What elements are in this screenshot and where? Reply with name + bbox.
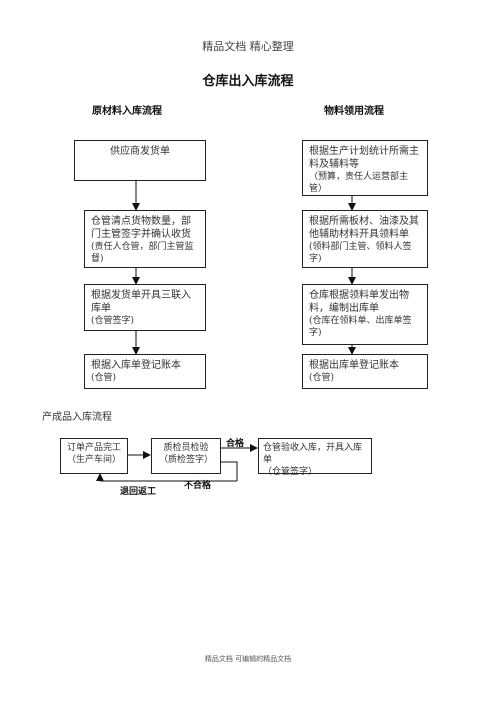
page-footer: 精品文档 可编辑的精品文档 (204, 655, 292, 663)
left-step-2-note: (责任人仓管，部门主管监督) (91, 242, 194, 264)
product-step-2-text: 质检员检验 (163, 443, 209, 453)
product-step-1-note: （生产车间） (66, 455, 121, 465)
return-label: 退回返工 (120, 487, 157, 497)
right-step-2-note: (领料部门主管、领料人签字) (309, 242, 412, 264)
left-step-3: 根据发货单开具三联入库单 (仓管签字) (84, 284, 206, 331)
product-step-3: 仓管验收入库，开具入库单 （仓管签字） (258, 438, 372, 477)
right-step-3-note: (仓库在领料单、出库单签字) (309, 316, 412, 338)
product-step-3-text: 仓管验收入库，开具入库单 (263, 443, 363, 465)
left-heading: 原材料入库流程 (92, 106, 162, 117)
right-step-2-text: 根据所需板材、油漆及其他辅助材料开具领料单 (309, 216, 419, 240)
fail-label: 不合格 (184, 481, 212, 491)
right-step-4-note: (仓管) (309, 373, 335, 383)
product-step-1-text: 订单产品完工 (66, 443, 121, 453)
right-step-3: 仓库根据领料单发出物料，编制出库单 (仓库在领料单、出库单签字) (302, 284, 428, 345)
left-step-4-text: 根据入库单登记账本 (91, 360, 181, 371)
left-step-1: 供应商发货单 (74, 140, 206, 181)
product-step-1: 订单产品完工 （生产车间） (60, 438, 128, 474)
product-step-2-note: （质检签字） (158, 455, 213, 465)
pass-label: 合格 (226, 439, 245, 449)
right-step-4: 根据出库单登记账本 (仓管) (302, 354, 428, 389)
page-title: 仓库出入库流程 (202, 74, 294, 89)
right-step-2: 根据所需板材、油漆及其他辅助材料开具领料单 (领料部门主管、领料人签字) (302, 210, 428, 268)
left-step-4: 根据入库单登记账本 (仓管) (84, 354, 206, 389)
left-step-2-text: 仓管清点货物数量，部门主管签字并确认收货 (91, 216, 191, 240)
left-step-1-text: 供应商发货单 (110, 146, 170, 157)
left-step-4-note: (仓管) (91, 373, 117, 383)
right-step-1-text: 根据生产计划统计所需主料及辅料等 (309, 146, 419, 170)
right-step-1-note: （预算，责任人运营部主管） (309, 172, 409, 194)
left-step-2: 仓管清点货物数量，部门主管签字并确认收货 (责任人仓管，部门主管监督) (84, 210, 206, 268)
page-header: 精品文档 精心整理 (202, 40, 294, 53)
left-step-3-text: 根据发货单开具三联入库单 (91, 290, 191, 314)
product-step-2: 质检员检验 （质检签字） (151, 438, 221, 474)
product-section-title: 产成品入库流程 (42, 412, 112, 423)
fail-line (221, 461, 238, 481)
product-step-3-note: （仓管签字） (263, 467, 318, 477)
right-heading: 物料领用流程 (324, 106, 384, 117)
left-step-3-note: (仓管签字) (91, 316, 135, 326)
right-step-1: 根据生产计划统计所需主料及辅料等 （预算，责任人运营部主管） (302, 140, 428, 196)
right-step-4-text: 根据出库单登记账本 (309, 360, 399, 371)
right-step-3-text: 仓库根据领料单发出物料，编制出库单 (309, 290, 409, 314)
